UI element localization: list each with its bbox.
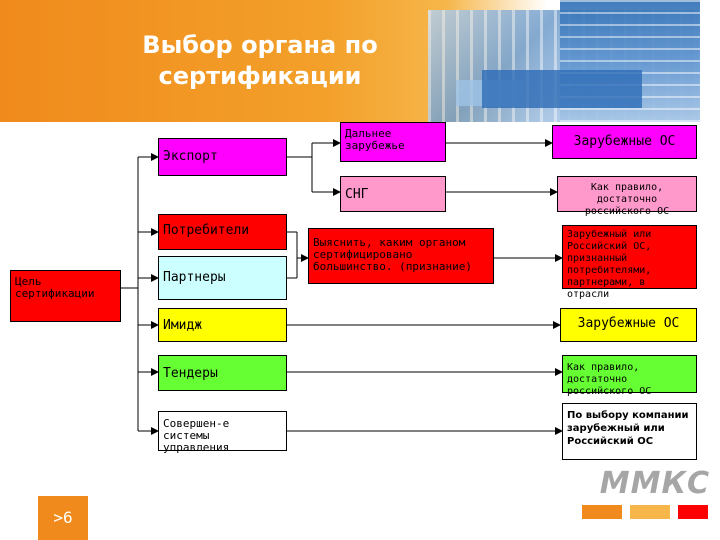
- foreign-os-box-2: Зарубежные ОС: [560, 308, 697, 342]
- goal-box: Цель сертификации: [10, 270, 121, 322]
- mmks-logo: ММКС: [599, 466, 710, 501]
- logo-square-red: [678, 505, 708, 519]
- export-box: Экспорт: [158, 138, 287, 176]
- find-out-box: Выяснить, каким органом сертифицировано …: [308, 228, 494, 284]
- logo-square-light-orange: [630, 505, 670, 519]
- slide-title: Выбор органа по сертификации: [142, 31, 378, 90]
- partners-box: Партнеры: [158, 256, 287, 300]
- cis-box: СНГ: [340, 176, 446, 212]
- foreign-or-russian-box: Зарубежный или Российский ОС, признанный…: [562, 225, 697, 300]
- tenders-box: Тендеры: [158, 355, 287, 391]
- foreign-os-box-1: Зарубежные ОС: [552, 125, 697, 159]
- logo-square-orange: [582, 505, 622, 519]
- mgmt-systems-box: Совершен-е системы управления: [158, 411, 287, 454]
- decor-bar-blue: [482, 70, 642, 108]
- consumers-box: Потребители: [158, 214, 287, 250]
- company-choice-box: По выбору компании зарубежный или Россий…: [562, 403, 697, 460]
- far-abroad-box: Дальнее зарубежье: [340, 122, 446, 162]
- as-rule-box-1: Как правило, достаточно российского ОС: [557, 176, 697, 217]
- image-box: Имидж: [158, 308, 287, 342]
- slide-number: >6: [38, 496, 88, 540]
- as-rule-box-2: Как правило, достаточно российского ОС: [562, 355, 697, 397]
